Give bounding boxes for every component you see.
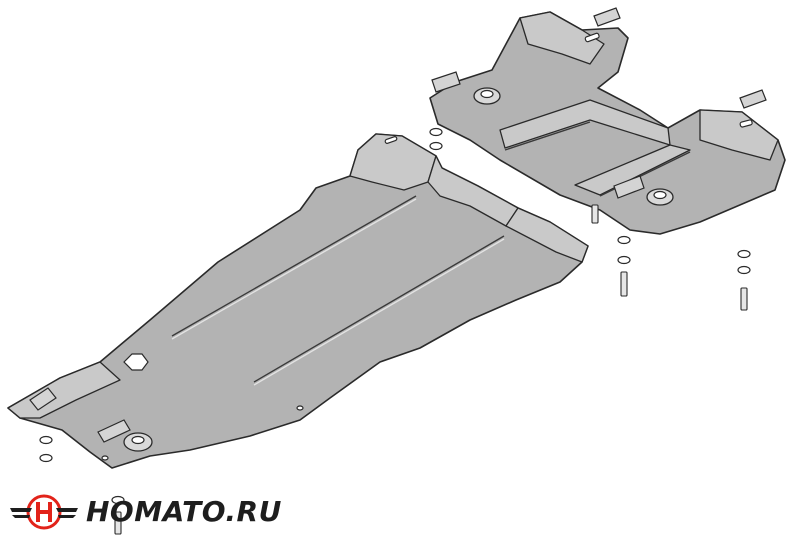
washer [737, 265, 751, 275]
bolt [114, 511, 122, 535]
washer [39, 453, 53, 463]
mounting-bracket [593, 7, 621, 27]
washer [429, 127, 443, 137]
washer [429, 141, 443, 151]
drain-hole [123, 353, 149, 371]
bolt [591, 204, 599, 224]
mounting-bracket [97, 419, 131, 443]
washer [111, 495, 125, 505]
washer [617, 235, 631, 245]
washer [617, 255, 631, 265]
brand-logo[interactable]: HOMATO.RU [8, 488, 282, 536]
mounting-bracket [29, 387, 57, 411]
rear-skid-plate [429, 11, 786, 235]
front-skid-plate [7, 133, 589, 469]
brand-name: HOMATO.RU [86, 495, 282, 528]
washer [39, 435, 53, 445]
rear-brackets [431, 7, 767, 199]
hardware [39, 127, 751, 535]
mounting-bracket [431, 71, 461, 93]
bolt [740, 287, 748, 311]
mounting-bracket [613, 175, 645, 199]
mounting-bracket [739, 89, 767, 109]
bolt [620, 271, 628, 297]
front-brackets [29, 387, 131, 443]
washer [737, 249, 751, 259]
winged-h-emblem-icon [10, 494, 78, 530]
